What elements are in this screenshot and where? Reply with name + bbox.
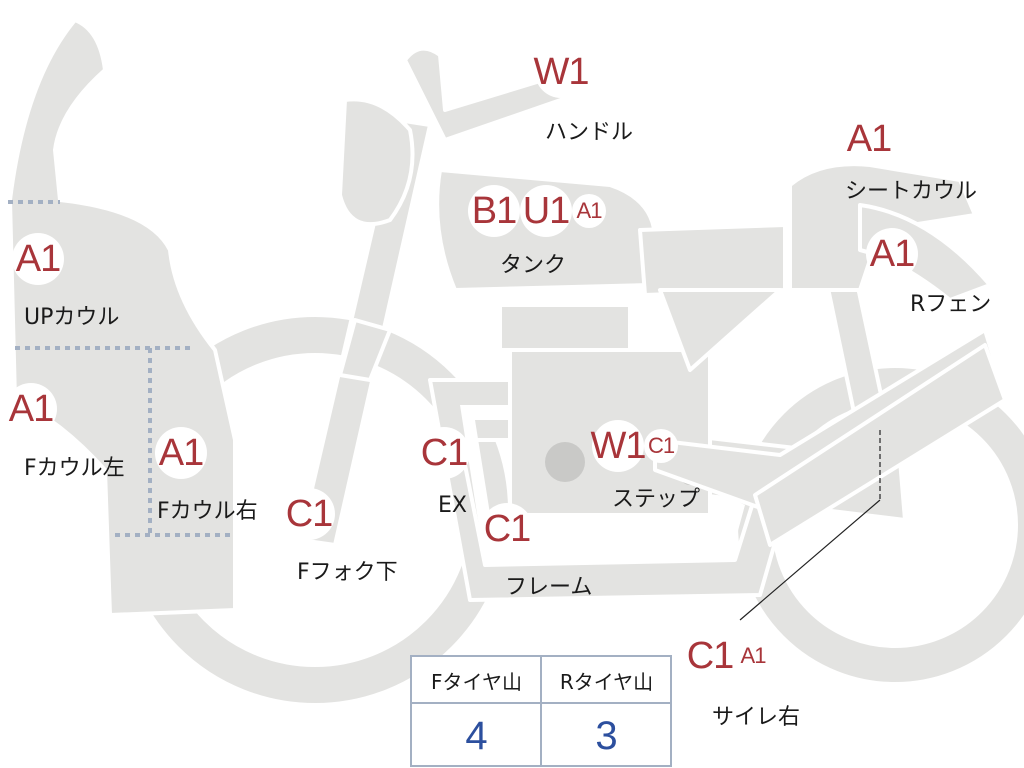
silencer-right-label: サイレ右	[712, 705, 801, 730]
code-badge: A1	[572, 194, 606, 228]
front-tire-value: 4	[465, 713, 488, 758]
up-cowl-label: UPカウル	[24, 305, 120, 330]
tire-tread-table: Fタイヤ山 Rタイヤ山 4 3	[410, 655, 672, 767]
code-badge: A1	[866, 228, 918, 280]
code-badge: A1	[12, 233, 64, 285]
r-fender-codes: A1	[866, 228, 918, 280]
frame-codes: C1	[481, 503, 533, 555]
leader-line	[739, 499, 881, 621]
table-grid	[412, 657, 670, 765]
code-badge: A1	[5, 383, 57, 435]
code-badge: B1	[468, 185, 520, 237]
step-label: ステップ	[612, 487, 701, 512]
ex-label: EX	[438, 493, 467, 518]
silencer-right-codes: C1 A1	[684, 630, 770, 682]
f-cowl-right-codes: A1	[155, 427, 207, 479]
code-badge: C1	[418, 427, 470, 479]
f-cowl-left-codes: A1	[5, 383, 57, 435]
fork-tube	[338, 318, 392, 382]
f-fork-lower-codes: C1	[283, 488, 335, 540]
r-fender-label: Rフェン	[910, 292, 992, 317]
engine-cover	[545, 442, 585, 482]
headlight	[338, 97, 415, 226]
tank-label: タンク	[500, 253, 567, 278]
code-badge: C1	[481, 503, 533, 555]
code-badge: W1	[534, 46, 590, 98]
step-codes: W1 C1	[591, 420, 678, 472]
frame-label: フレーム	[505, 575, 593, 600]
seat-cowl-label: シートカウル	[845, 179, 978, 204]
silencer	[753, 343, 1007, 547]
front-tire-header: Fタイヤ山	[431, 669, 522, 694]
code-badge: U1	[520, 185, 572, 237]
f-cowl-right-label: Fカウル右	[157, 499, 258, 524]
seat-cowl-codes: A1	[843, 113, 895, 165]
seat-under	[658, 288, 782, 372]
code-badge: A1	[843, 113, 895, 165]
handle-label: ハンドル	[545, 120, 634, 145]
handle-codes: W1	[534, 46, 590, 98]
f-fork-lower-label: Fフォク下	[297, 560, 398, 585]
rear-tire-value: 3	[595, 713, 618, 758]
up-cowl-codes: A1	[12, 233, 64, 285]
engine-top	[498, 303, 632, 352]
tank-codes: B1 U1 A1	[468, 185, 606, 237]
code-badge: A1	[736, 639, 770, 673]
code-badge: C1	[644, 429, 678, 463]
code-badge: C1	[684, 630, 736, 682]
code-badge: C1	[283, 488, 335, 540]
code-badge: W1	[591, 420, 647, 472]
seat	[638, 223, 787, 297]
rear-tire-header: Rタイヤ山	[559, 669, 654, 694]
code-badge: A1	[155, 427, 207, 479]
f-cowl-left-label: Fカウル左	[24, 456, 125, 481]
ex-codes: C1	[418, 427, 470, 479]
